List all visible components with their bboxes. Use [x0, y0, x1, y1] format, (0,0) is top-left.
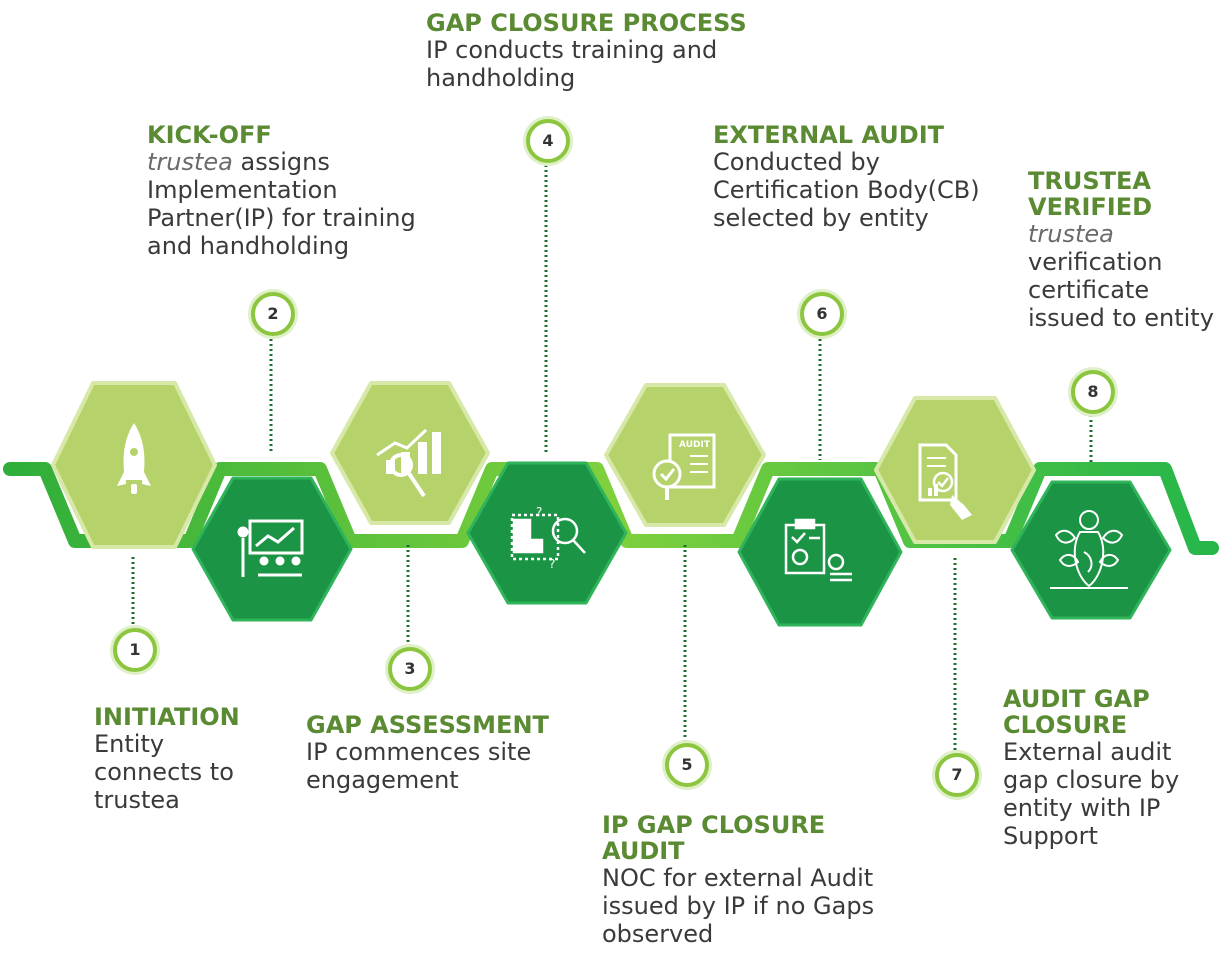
step-marker-4: 4	[526, 119, 570, 163]
step-3-description: IP commences site engagement	[306, 738, 532, 794]
step-2-title: KICK-OFF	[147, 121, 272, 149]
step-3-title: GAP ASSESSMENT	[306, 711, 549, 739]
step-marker-8: 8	[1071, 370, 1115, 414]
step-5-title: IP GAP CLOSURE AUDIT	[602, 811, 826, 865]
step-8-lead: trustea	[1028, 220, 1114, 248]
step-2-description: assigns Implementation Partner(IP) for t…	[147, 148, 416, 260]
step-marker-1: 1	[113, 628, 157, 672]
audit-document-icon: AUDIT	[652, 433, 716, 500]
step-8-text: TRUSTEA VERIFIED trustea verification ce…	[1028, 168, 1230, 332]
svg-text:AUDIT: AUDIT	[679, 440, 711, 450]
svg-text:?: ?	[549, 557, 555, 571]
step-4-text: GAP CLOSURE PROCESS IP conducts training…	[426, 10, 781, 92]
hexagon-step-6	[737, 477, 903, 627]
presentation-training-icon	[237, 519, 304, 577]
step-6-description: Conducted by Certification Body(CB) sele…	[713, 148, 980, 232]
step-8-title: TRUSTEA VERIFIED	[1028, 167, 1153, 221]
step-1-text: INITIATION Entity connects to trustea	[94, 704, 274, 814]
step-5-description: NOC for external Audit issued by IP if n…	[602, 864, 875, 948]
step-6-text: EXTERNAL AUDIT Conducted by Certificatio…	[713, 122, 983, 232]
step-5-text: IP GAP CLOSURE AUDIT NOC for external Au…	[602, 812, 902, 948]
step-marker-2: 2	[251, 292, 295, 336]
step-1-title: INITIATION	[94, 703, 240, 731]
step-6-title: EXTERNAL AUDIT	[713, 121, 944, 149]
hexagon-step-2	[191, 476, 353, 622]
rocket-icon	[117, 423, 151, 494]
growth-chart-magnifier-icon	[376, 428, 441, 498]
step-4-description: IP conducts training and handholding	[426, 36, 718, 92]
report-checkmark-icon	[918, 443, 972, 520]
step-marker-5: 5	[665, 743, 709, 787]
certificate-clipboard-icon	[784, 518, 852, 582]
svg-text:?: ?	[536, 505, 542, 519]
step-8-description: verification certificate issued to entit…	[1028, 248, 1214, 332]
leader-lines	[131, 160, 1093, 755]
hexagon-step-5	[604, 383, 766, 527]
puzzle-analysis-icon: ? ?	[510, 505, 586, 571]
step-marker-3: 3	[388, 647, 432, 691]
connector-wave	[3, 462, 1219, 555]
step-2-lead: trustea	[147, 148, 233, 176]
hexagon-step-8	[1010, 480, 1172, 620]
step-4-title: GAP CLOSURE PROCESS	[426, 9, 747, 37]
step-7-description: External audit gap closure by entity wit…	[1003, 738, 1180, 850]
tea-leaf-emblem-icon	[1050, 510, 1128, 589]
step-1-description: Entity connects to trustea	[94, 730, 234, 814]
hexagon-step-4	[466, 461, 628, 605]
step-7-title: AUDIT GAP CLOSURE	[1003, 685, 1150, 739]
step-7-text: AUDIT GAP CLOSURE External audit gap clo…	[1003, 686, 1203, 850]
step-3-text: GAP ASSESSMENT IP commences site engagem…	[306, 712, 576, 794]
step-2-text: KICK-OFF trustea assigns Implementation …	[147, 122, 457, 260]
step-marker-7: 7	[935, 753, 979, 797]
step-marker-6: 6	[800, 292, 844, 336]
